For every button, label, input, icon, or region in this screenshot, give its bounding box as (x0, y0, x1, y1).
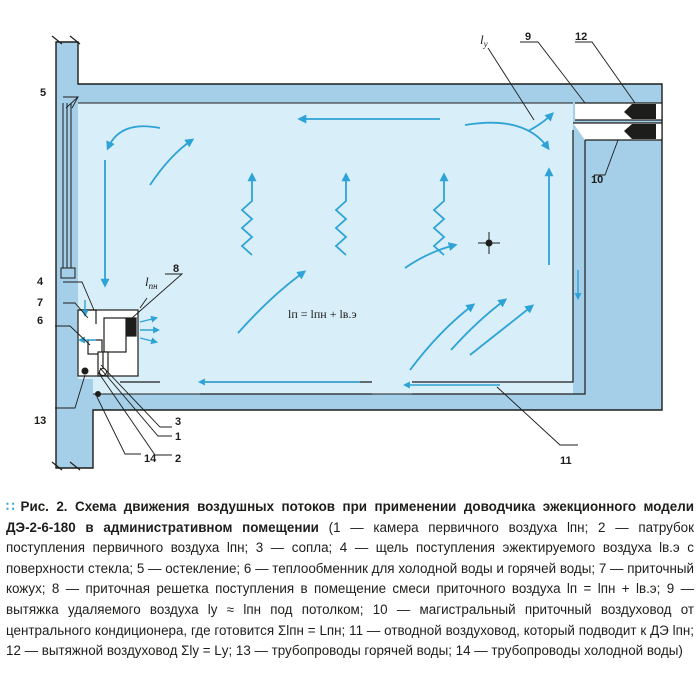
flow-arrow-mid-curve-1 (237, 270, 307, 334)
flow-arrow-mid-curve-4 (469, 304, 535, 356)
label-2: 2 (175, 453, 181, 465)
figure-caption: ∷ Рис. 2. Схема движения воздушных потоко… (6, 497, 694, 662)
wall-break-top (51, 35, 81, 45)
label-6: 6 (37, 315, 43, 327)
label-4: 4 (37, 276, 44, 288)
crosshair-mark (478, 232, 500, 254)
label-7: 7 (37, 297, 43, 309)
label-14: 14 (144, 453, 157, 465)
glazing (60, 103, 76, 279)
figure-title: Схема движения воздушных потоков при при… (6, 499, 694, 535)
label-5: 5 (40, 87, 46, 99)
flow-arrow-top-right-curve (464, 121, 550, 151)
label-8: 8 (173, 263, 179, 275)
air-flow-diagram: 12 9 10 5 4 7 6 8 13 3 1 14 2 11 lу lпн … (34, 31, 663, 471)
heat-plume-2 (334, 172, 351, 256)
label-11: 11 (560, 455, 572, 467)
heat-plume-3 (432, 172, 449, 256)
ejector-unit (77, 309, 139, 377)
label-l-pn: lпн (145, 274, 158, 291)
room-lower-strip (93, 379, 573, 394)
heat-plume-1 (240, 172, 257, 256)
supply-formula: lп = lпн + lв.э (288, 307, 357, 321)
label-9: 9 (525, 31, 531, 43)
flow-arrow-grille-out-3 (139, 337, 159, 345)
figure-legend: (1 — камера первичного воздуха lпн; 2 — … (6, 519, 694, 659)
flow-arrow-mid-curve-2 (409, 303, 476, 371)
supply-main-duct (573, 122, 663, 141)
flow-arrow-mid-top (404, 242, 458, 269)
flow-arrow-ceiling-left-curve (106, 125, 161, 151)
flow-arrow-grille-out-1 (139, 315, 159, 323)
label-l-y: lу (480, 32, 488, 49)
flow-arrow-up-curve-1 (149, 138, 195, 186)
label-12: 12 (575, 31, 587, 43)
hot-water-pipe (81, 367, 89, 375)
label-1: 1 (175, 431, 181, 443)
caption-bullet-icon: ∷ (6, 499, 15, 514)
figure-label: Рис. 2. (20, 499, 68, 514)
label-3: 3 (175, 416, 181, 428)
wall-break-bottom (51, 461, 81, 471)
exhaust-duct (575, 102, 663, 121)
room-interior (78, 103, 573, 379)
label-13: 13 (34, 415, 46, 427)
label-10: 10 (591, 174, 603, 186)
flow-arrow-exhaust (527, 112, 554, 132)
leader-lines (55, 41, 636, 456)
cold-water-pipe (95, 391, 101, 397)
flow-arrow-mid-curve-3 (450, 298, 508, 351)
